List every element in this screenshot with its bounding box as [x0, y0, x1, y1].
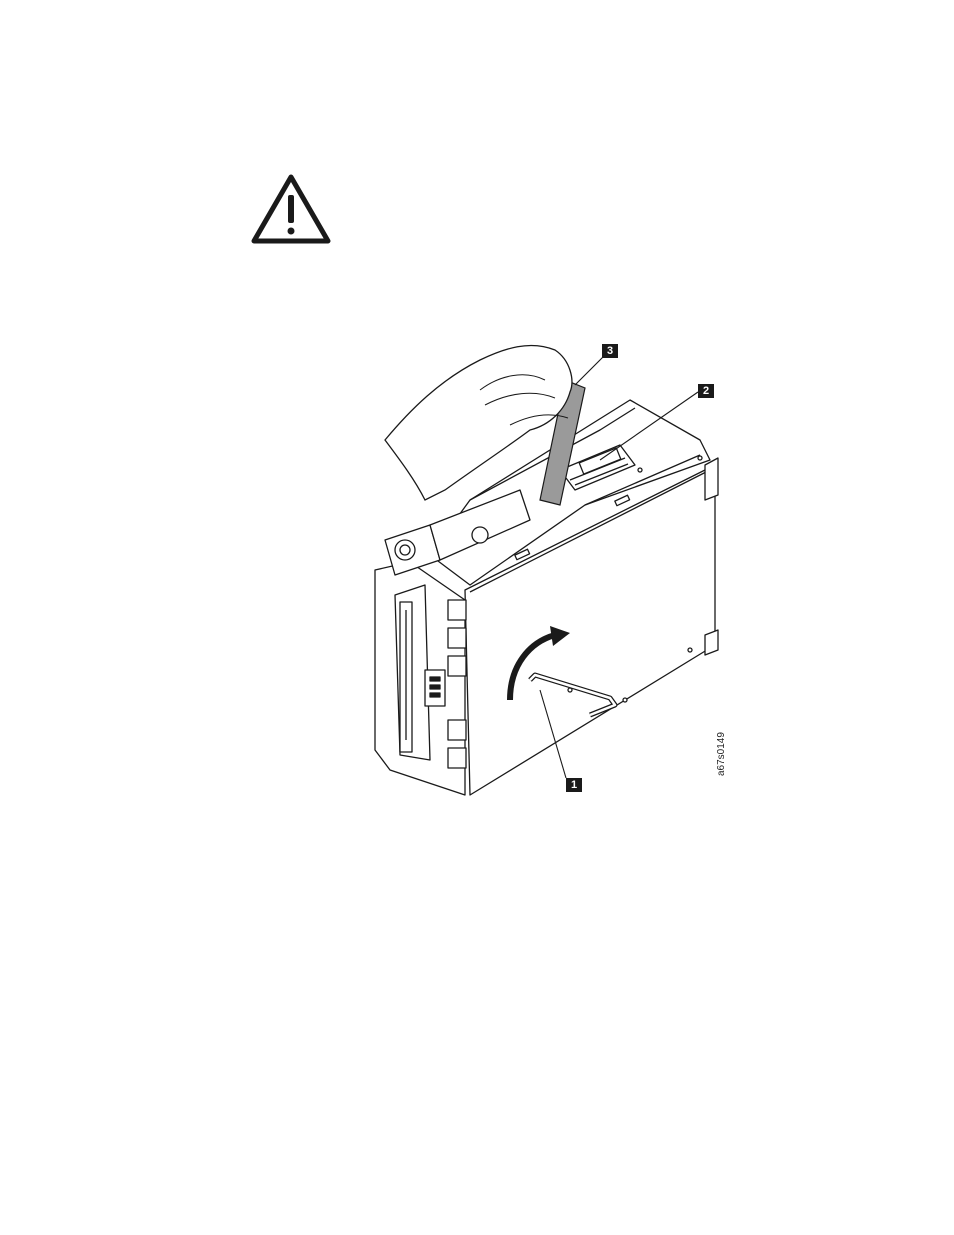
callout-2: 2	[698, 384, 714, 398]
figure-id: a67s0149	[716, 732, 727, 776]
callout-3: 3	[602, 344, 618, 358]
drive-illustration	[370, 330, 740, 810]
callout-1: 1	[566, 778, 582, 792]
caution-triangle-icon	[250, 173, 332, 245]
